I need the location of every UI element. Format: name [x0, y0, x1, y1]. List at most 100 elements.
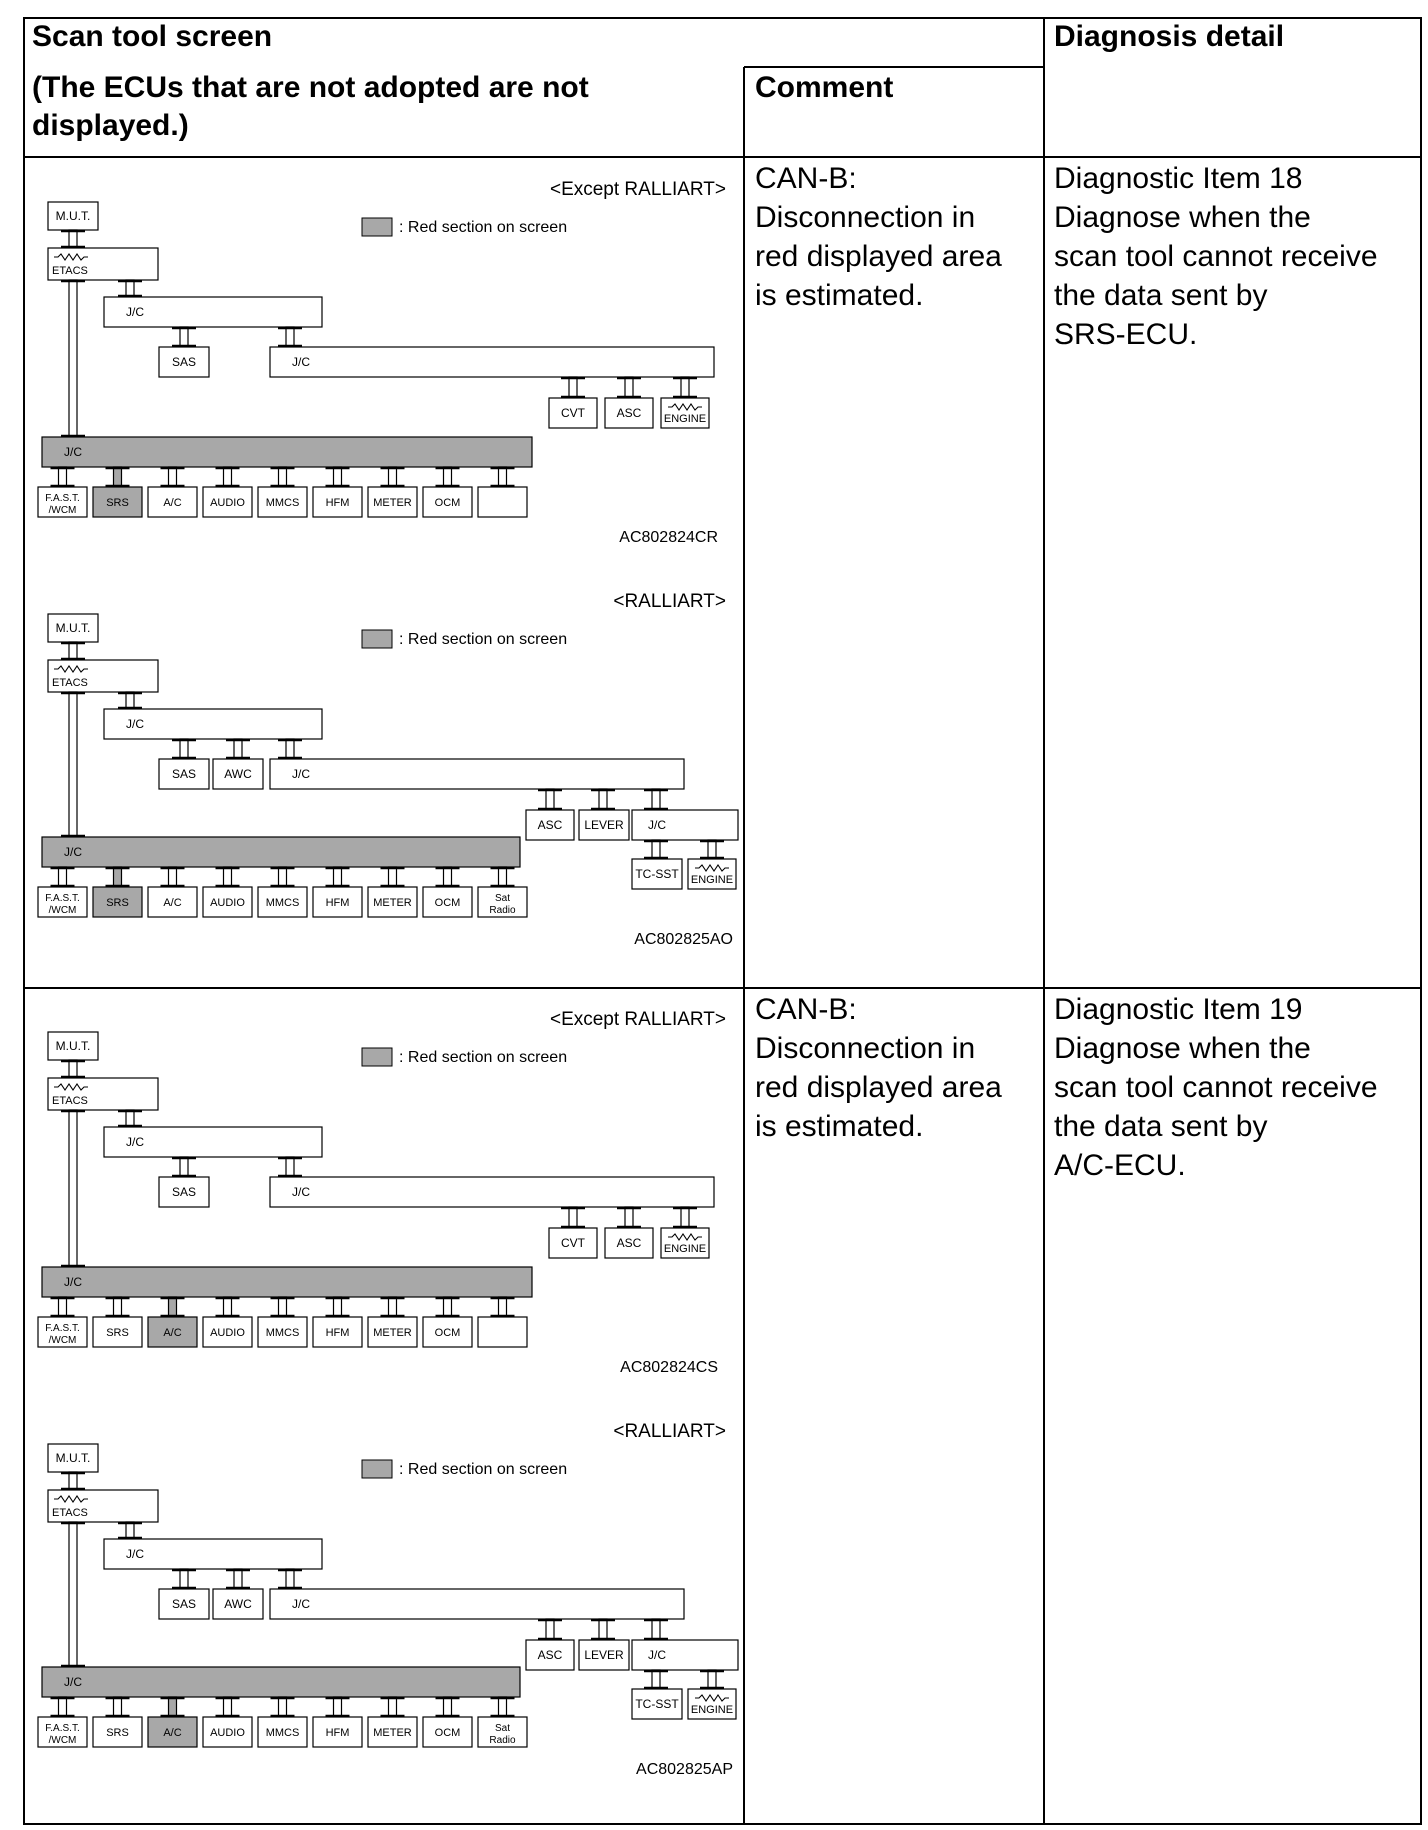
- trunk-connector: [68, 691, 78, 838]
- ocm-box: [422, 486, 473, 518]
- awc-label: AWC: [224, 767, 252, 781]
- sas-box: [158, 346, 210, 378]
- resistor-icon: [668, 1233, 702, 1241]
- can-connector: [680, 1206, 690, 1229]
- jc-bottom-label: J/C: [64, 1675, 82, 1689]
- jc-middle-label: J/C: [292, 1597, 310, 1611]
- mut-box: [47, 1443, 99, 1473]
- hfm-box: [312, 486, 363, 518]
- figure-id: AC802824CR: [619, 529, 718, 546]
- can-connector: [651, 1669, 661, 1690]
- detail-line: Diagnose when the: [1054, 201, 1311, 234]
- header-ecus-note-line2: displayed.): [32, 109, 189, 142]
- mmcs-box: [257, 886, 308, 918]
- lever-box: [578, 1639, 630, 1671]
- asc-label: ASC: [538, 818, 563, 832]
- jc-middle-label: J/C: [292, 767, 310, 781]
- asc-box: [604, 1227, 654, 1259]
- can-diagram-ralliart: <RALLIART>: Red section on screenM.U.T.E…: [37, 1421, 739, 1778]
- srs-box: [92, 486, 143, 518]
- comment-line: CAN-B:: [755, 993, 857, 1026]
- row-2-detail: Diagnostic Item 19 Diagnose when the sca…: [1054, 993, 1378, 1182]
- cvt-box: [548, 397, 598, 429]
- can-connector: [442, 466, 453, 488]
- can-connector: [68, 1059, 78, 1079]
- asc-label: ASC: [617, 406, 642, 420]
- can-connector: [442, 1696, 453, 1718]
- mut-label: M.U.T.: [56, 209, 91, 223]
- can-connector: [167, 466, 178, 488]
- f-a-s-t-wcm-label: /WCM: [49, 1335, 77, 1346]
- diagram-variant-label: <RALLIART>: [613, 1421, 726, 1442]
- detail-line: Diagnostic Item 18: [1054, 162, 1302, 195]
- legend-text: : Red section on screen: [399, 219, 567, 236]
- tc-sst-box: [631, 1688, 683, 1720]
- can-connector: [112, 866, 123, 888]
- comment-line: red displayed area: [755, 240, 1002, 273]
- header-scan-tool-screen: Scan tool screen: [32, 20, 272, 53]
- jc-upper: [103, 708, 323, 740]
- meter-label: METER: [373, 1327, 412, 1339]
- ocm-label: OCM: [435, 1327, 461, 1339]
- etacs-box: [47, 659, 159, 693]
- resistor-icon: [695, 1694, 729, 1702]
- f-a-s-t-wcm-box: [37, 1316, 88, 1348]
- legend-swatch: [361, 1047, 393, 1067]
- diagram-variant-label: <Except RALLIART>: [550, 1009, 726, 1030]
- jc-middle-label: J/C: [292, 1185, 310, 1199]
- awc-label: AWC: [224, 1597, 252, 1611]
- asc-box: [604, 397, 654, 429]
- can-connector: [545, 788, 555, 811]
- can-connector: [57, 466, 68, 488]
- can-connector: [598, 788, 608, 811]
- resistor-icon: [54, 1083, 88, 1091]
- can-connector: [277, 1696, 288, 1718]
- meter-box: [367, 1716, 418, 1748]
- detail-line: Diagnostic Item 19: [1054, 993, 1302, 1026]
- audio-box: [202, 486, 253, 518]
- sas-label: SAS: [172, 767, 196, 781]
- can-connector: [568, 376, 578, 399]
- can-connector: [57, 866, 68, 888]
- cvt-label: CVT: [561, 1236, 586, 1250]
- can-connector: [624, 1206, 634, 1229]
- sat-radio-label: Sat: [495, 893, 510, 904]
- resistor-icon: [54, 253, 88, 261]
- audio-box: [202, 886, 253, 918]
- can-connector: [332, 1296, 343, 1318]
- legend-text: : Red section on screen: [399, 631, 567, 648]
- jc-middle: [269, 346, 715, 378]
- can-connector: [222, 1296, 233, 1318]
- audio-box: [202, 1716, 253, 1748]
- can-connector: [68, 641, 78, 661]
- ocm-box: [422, 1716, 473, 1748]
- can-connector: [285, 738, 295, 760]
- can-connector: [125, 279, 135, 298]
- hfm-box: [312, 1316, 363, 1348]
- can-connector: [285, 1568, 295, 1590]
- comment-line: is estimated.: [755, 279, 923, 312]
- hfm-label: HFM: [326, 497, 350, 509]
- jc-upper-label: J/C: [126, 1135, 144, 1149]
- asc-box: [525, 809, 575, 841]
- can-connector: [277, 866, 288, 888]
- mmcs-box: [257, 486, 308, 518]
- sat-radio-label: Radio: [489, 1735, 516, 1746]
- detail-line: SRS-ECU.: [1054, 318, 1197, 351]
- audio-box: [202, 1316, 253, 1348]
- srs-box: [92, 886, 143, 918]
- meter-label: METER: [373, 897, 412, 909]
- meter-box: [367, 486, 418, 518]
- jc-upper: [103, 1126, 323, 1158]
- sas-box: [158, 758, 210, 790]
- diagram-variant-label: <RALLIART>: [613, 591, 726, 612]
- header-diagnosis-detail: Diagnosis detail: [1054, 20, 1284, 53]
- tc-sst-label: TC-SST: [635, 1697, 679, 1711]
- can-connector: [387, 466, 398, 488]
- sas-label: SAS: [172, 1185, 196, 1199]
- sat-radio-box: [477, 886, 528, 918]
- can-connector: [167, 866, 178, 888]
- resistor-icon: [54, 665, 88, 673]
- meter-box: [367, 1316, 418, 1348]
